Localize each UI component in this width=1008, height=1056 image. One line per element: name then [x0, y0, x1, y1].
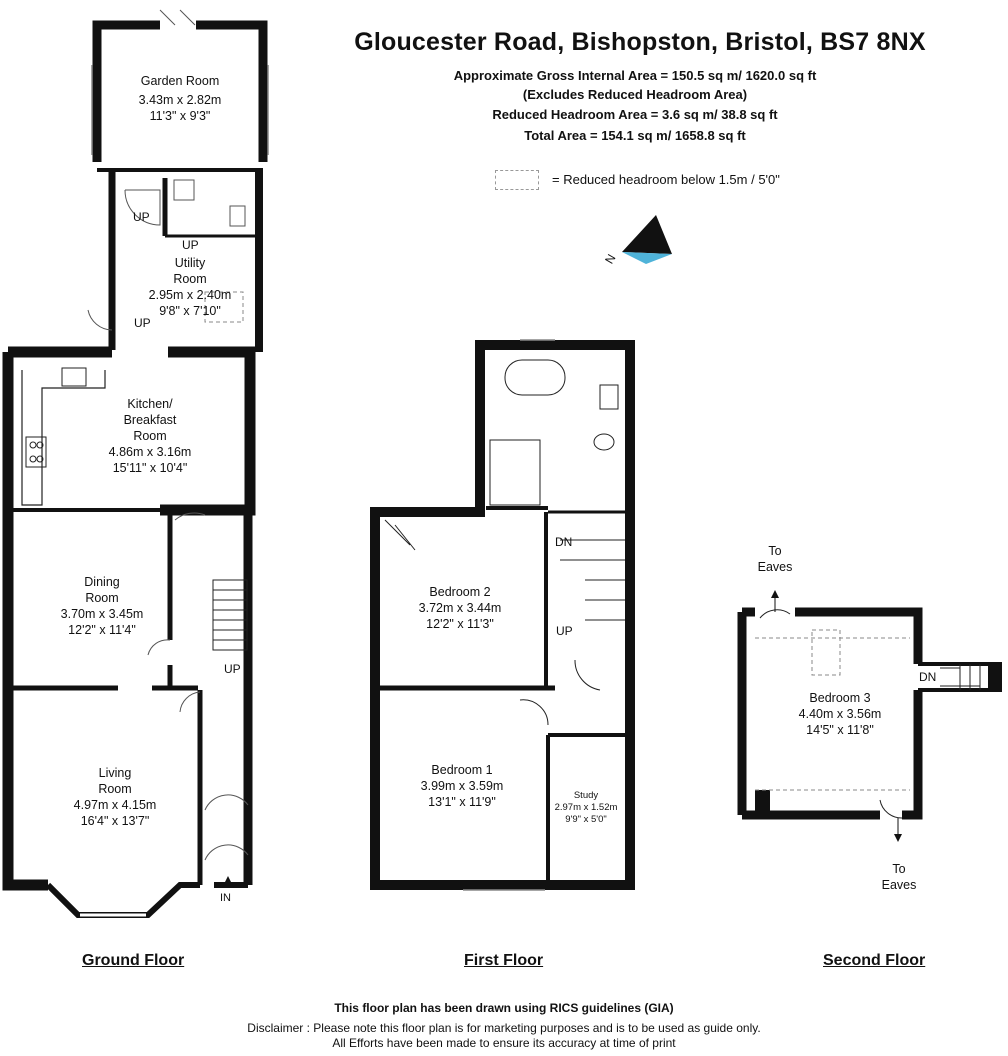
up-tag-utility: UP [134, 316, 151, 330]
living-imperial: 16'4" x 13'7" [80, 814, 150, 828]
utility-room-name2: Room [173, 272, 207, 286]
to-eaves-top: To Eaves [745, 543, 805, 575]
legend-swatch [495, 170, 539, 190]
bedroom3-metric: 4.40m x 3.56m [798, 707, 882, 721]
gross-area-text: Approximate Gross Internal Area = 150.5 … [453, 68, 817, 83]
bedroom2-metric: 3.72m x 3.44m [418, 601, 502, 615]
bedroom1-metric: 3.99m x 3.59m [420, 779, 504, 793]
garden-room-imperial: 11'3" x 9'3" [149, 109, 211, 123]
study-imperial: 9'9" x 5'0" [565, 814, 607, 825]
kitchen-name3: Room [133, 429, 167, 443]
up-tag-first: UP [556, 624, 573, 638]
bedroom3-name: Bedroom 3 [809, 691, 871, 705]
in-tag: IN [220, 892, 231, 904]
to-eaves-top-to: To [768, 544, 782, 558]
kitchen-metric: 4.86m x 3.16m [108, 445, 192, 459]
ground-floor-label: Ground Floor [82, 952, 185, 969]
ground-floor-walls [2, 20, 268, 918]
living-name2: Room [98, 782, 132, 796]
dining-imperial: 12'2" x 11'4" [68, 623, 136, 637]
garden-room-name: Garden Room [140, 74, 220, 88]
bedroom3-imperial: 14'5" x 11'8" [806, 723, 874, 737]
second-floor-label: Second Floor [823, 952, 926, 969]
utility-room-metric: 2.95m x 2.40m [148, 288, 232, 302]
garden-room-metric: 3.43m x 2.82m [138, 93, 222, 107]
dining-metric: 3.70m x 3.45m [60, 607, 144, 621]
bedroom2-imperial: 12'2" x 11'3" [426, 617, 494, 631]
dining-name2: Room [85, 591, 119, 605]
kitchen-name1: Kitchen/ [127, 397, 173, 411]
garden-room-label: Garden Room 3.43m x 2.82m 11'3" x 9'3" [130, 73, 230, 124]
to-eaves-bottom-to: To [892, 862, 906, 876]
plan-title: Gloucester Road, Bishopston, Bristol, BS… [354, 28, 926, 56]
rics-note: This floor plan has been drawn using RIC… [334, 1001, 674, 1015]
dn-tag-first: DN [555, 535, 573, 549]
up-tag-stairs: UP [224, 662, 241, 676]
kitchen-name2: Breakfast [123, 413, 177, 427]
bedroom1-label: Bedroom 1 3.99m x 3.59m 13'1" x 11'9" [407, 762, 517, 810]
bedroom3-label: Bedroom 3 4.40m x 3.56m 14'5" x 11'8" [785, 690, 895, 738]
living-metric: 4.97m x 4.15m [73, 798, 157, 812]
excludes-text: (Excludes Reduced Headroom Area) [522, 87, 748, 102]
study-name: Study [573, 790, 599, 801]
first-floor-walls [370, 340, 635, 890]
bedroom1-imperial: 13'1" x 11'9" [428, 795, 496, 809]
study-label: Study 2.97m x 1.52m 9'9" x 5'0" [551, 790, 621, 826]
bedroom2-label: Bedroom 2 3.72m x 3.44m 12'2" x 11'3" [405, 584, 515, 632]
disclaimer-line1: Disclaimer : Please note this floor plan… [247, 1021, 761, 1035]
to-eaves-top-eaves: Eaves [757, 560, 793, 574]
kitchen-imperial: 15'11" x 10'4" [112, 461, 188, 475]
disclaimer-line2: All Efforts have been made to ensure its… [332, 1036, 676, 1050]
utility-room-label: Utility Room 2.95m x 2.40m 9'8" x 7'10" [140, 255, 240, 319]
first-floor-label: First Floor [464, 952, 544, 969]
living-name1: Living [98, 766, 132, 780]
entrance-arrow-icon [222, 876, 234, 888]
legend-text: = Reduced headroom below 1.5m / 5'0" [552, 172, 780, 187]
living-room-label: Living Room 4.97m x 4.15m 16'4" x 13'7" [60, 765, 170, 829]
bedroom1-name: Bedroom 1 [431, 763, 493, 777]
utility-room-imperial: 9'8" x 7'10" [159, 304, 221, 318]
to-eaves-bottom-eaves: Eaves [881, 878, 917, 892]
dining-name1: Dining [84, 575, 120, 589]
up-tag-wc: UP [182, 238, 199, 252]
ground-stairs [212, 579, 248, 651]
total-area-text: Total Area = 154.1 sq m/ 1658.8 sq ft [524, 128, 746, 143]
reduced-area-text: Reduced Headroom Area = 3.6 sq m/ 38.8 s… [492, 107, 778, 122]
utility-room-name1: Utility [174, 256, 206, 270]
bedroom2-name: Bedroom 2 [429, 585, 491, 599]
compass-icon [622, 215, 672, 264]
study-metric: 2.97m x 1.52m [554, 802, 618, 813]
dn-tag-second: DN [919, 670, 937, 684]
up-tag-garden: UP [133, 210, 150, 224]
to-eaves-bottom: To Eaves [869, 861, 929, 893]
dining-room-label: Dining Room 3.70m x 3.45m 12'2" x 11'4" [47, 574, 157, 638]
kitchen-label: Kitchen/ Breakfast Room 4.86m x 3.16m 15… [95, 396, 205, 476]
